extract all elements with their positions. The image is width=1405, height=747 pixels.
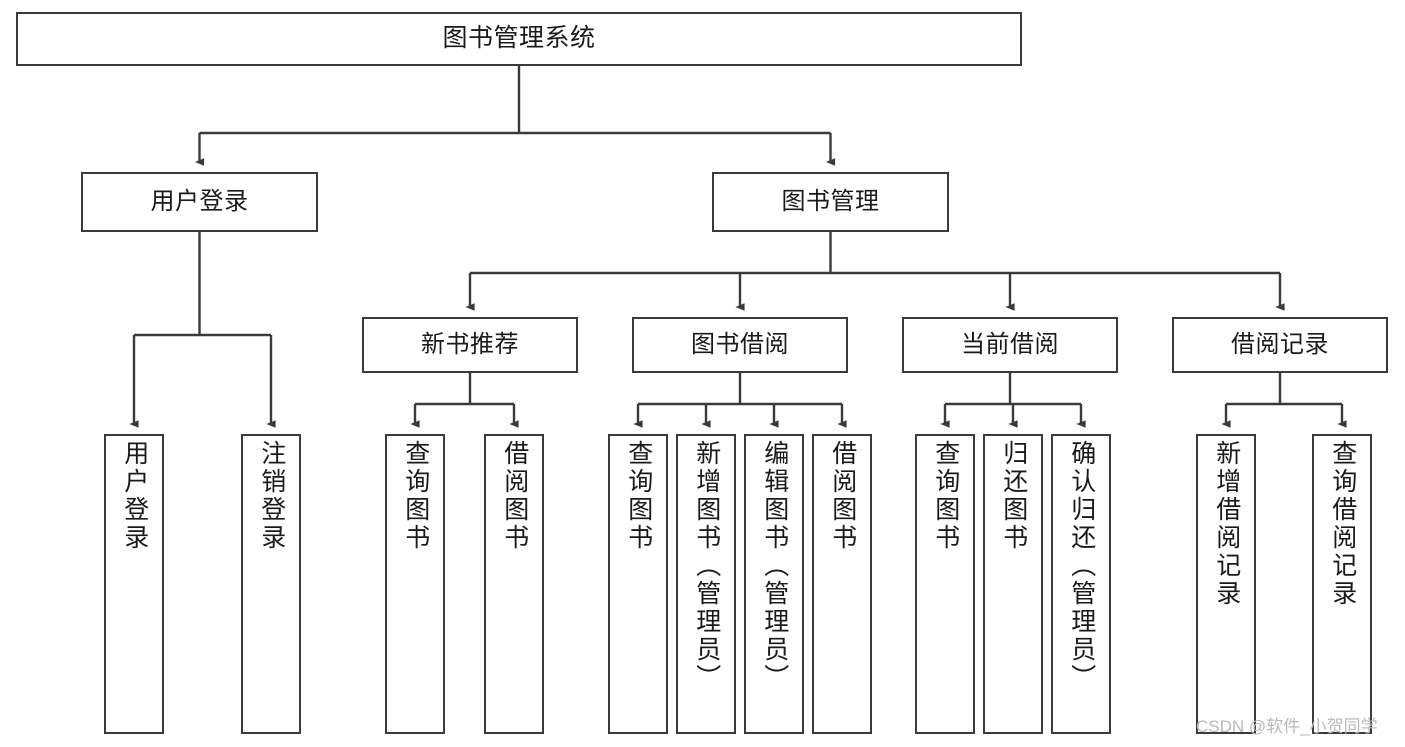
node-l9[interactable]: 查询图书 (915, 434, 975, 734)
node-label: 当前借阅 (961, 330, 1059, 358)
node-label: 新增借阅记录 (1212, 440, 1241, 608)
node-l6[interactable]: 新增图书（管理员） (676, 434, 736, 734)
node-root[interactable]: 图书管理系统 (16, 12, 1022, 66)
node-label: 借阅图书 (500, 440, 529, 552)
node-label: 注销登录 (257, 440, 286, 552)
node-label: 用户登录 (150, 187, 249, 215)
node-l4[interactable]: 借阅图书 (484, 434, 544, 734)
node-current[interactable]: 当前借阅 (902, 317, 1118, 373)
node-l10[interactable]: 归还图书 (983, 434, 1043, 734)
node-label: 新书推荐 (421, 330, 519, 358)
node-label: 查询借阅记录 (1328, 440, 1357, 608)
node-l1[interactable]: 用户登录 (104, 434, 164, 734)
node-l2[interactable]: 注销登录 (241, 434, 301, 734)
node-label: 确认归还（管理员） (1067, 440, 1096, 692)
node-l12[interactable]: 新增借阅记录 (1196, 434, 1256, 734)
node-label: 用户登录 (120, 440, 149, 552)
node-label: 图书借阅 (691, 330, 789, 358)
node-borrow[interactable]: 图书借阅 (632, 317, 848, 373)
node-label: 编辑图书（管理员） (760, 440, 789, 692)
node-l13[interactable]: 查询借阅记录 (1312, 434, 1372, 734)
node-label: 查询图书 (401, 440, 430, 552)
node-label: 图书管理 (781, 187, 880, 215)
node-l3[interactable]: 查询图书 (385, 434, 445, 734)
node-l5[interactable]: 查询图书 (608, 434, 668, 734)
node-login[interactable]: 用户登录 (81, 172, 318, 232)
node-records[interactable]: 借阅记录 (1172, 317, 1388, 373)
node-newrec[interactable]: 新书推荐 (362, 317, 578, 373)
node-label: 归还图书 (999, 440, 1028, 552)
node-label: 新增图书（管理员） (692, 440, 721, 692)
node-l8[interactable]: 借阅图书 (812, 434, 872, 734)
node-label: 查询图书 (931, 440, 960, 552)
watermark: CSDN @软件_小贺同学 (1196, 717, 1378, 736)
node-label: 借阅记录 (1231, 330, 1329, 358)
node-bookmgmt[interactable]: 图书管理 (712, 172, 949, 232)
node-l7[interactable]: 编辑图书（管理员） (744, 434, 804, 734)
node-label: 借阅图书 (828, 440, 857, 552)
node-label: 查询图书 (624, 440, 653, 552)
node-label: 图书管理系统 (442, 24, 596, 53)
node-l11[interactable]: 确认归还（管理员） (1051, 434, 1111, 734)
